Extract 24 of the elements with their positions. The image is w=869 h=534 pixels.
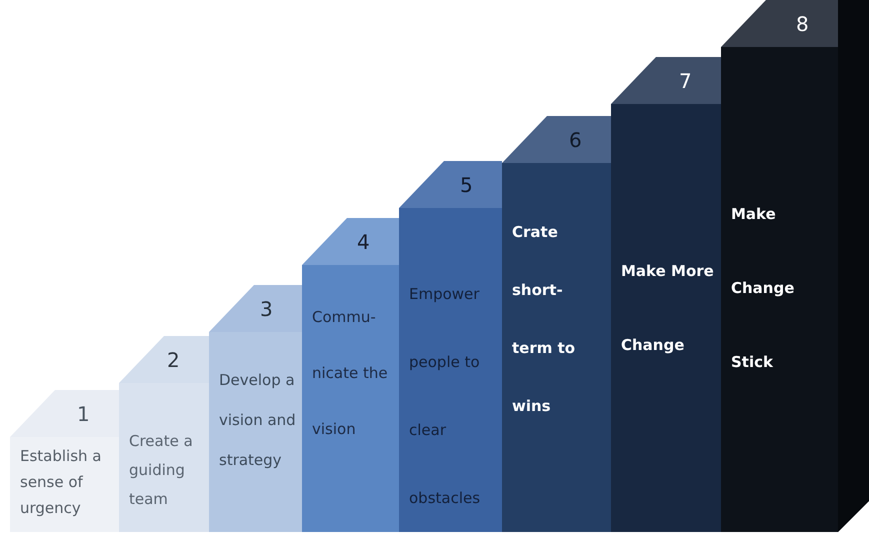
step-number: 2 bbox=[167, 348, 180, 372]
stair-step bbox=[502, 116, 611, 532]
step-number: 6 bbox=[569, 128, 582, 152]
step-label: Empower people to clear obstacles bbox=[409, 284, 482, 509]
stair-step bbox=[10, 390, 119, 532]
stair-step bbox=[611, 57, 721, 532]
step-number: 8 bbox=[796, 12, 809, 36]
stair-step bbox=[302, 218, 399, 532]
step-number: 5 bbox=[460, 173, 473, 197]
step-number: 1 bbox=[77, 402, 90, 426]
step-label: Commu- nicate the vision bbox=[312, 307, 389, 440]
step-label: Crate short- term to wins bbox=[512, 222, 576, 417]
stair-step bbox=[209, 285, 302, 532]
step-label: Create a guiding team bbox=[129, 431, 194, 510]
step-number: 7 bbox=[679, 69, 692, 93]
step-label: Make Change Stick bbox=[731, 204, 796, 373]
step-label: Make More Change bbox=[621, 261, 715, 356]
step-number: 3 bbox=[260, 297, 273, 321]
stair-step bbox=[399, 161, 502, 532]
stair-step bbox=[119, 336, 209, 532]
step-number: 4 bbox=[357, 230, 370, 254]
stair-step bbox=[721, 0, 869, 532]
step-label: Develop a vision and strategy bbox=[219, 370, 297, 471]
step-label: Establish a sense of urgency bbox=[20, 446, 103, 519]
